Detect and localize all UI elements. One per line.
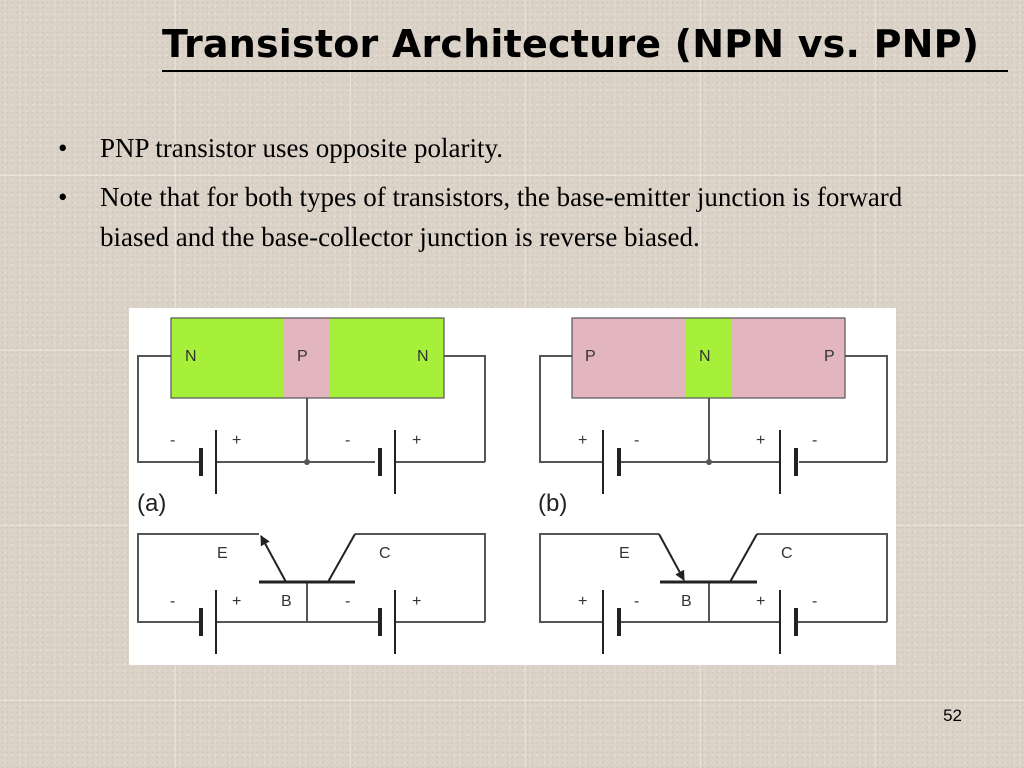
wire xyxy=(355,533,486,622)
pnp-emitter-battery xyxy=(602,430,621,494)
npn-transistor-symbol xyxy=(259,533,356,584)
polarity-sign: + xyxy=(232,432,241,449)
polarity-sign: + xyxy=(412,432,421,449)
wire xyxy=(539,533,659,623)
pnp-emitter-label: P xyxy=(585,348,596,365)
npn-symbol-circuit xyxy=(137,533,486,623)
junction-dot xyxy=(304,459,310,465)
wire xyxy=(137,355,199,463)
wire xyxy=(757,533,888,622)
pnp-collector-battery xyxy=(779,430,798,494)
polarity-sign: + xyxy=(412,593,421,610)
polarity-sign: - xyxy=(812,432,817,449)
polarity-sign: + xyxy=(578,432,587,449)
npn-collector-battery xyxy=(378,430,396,494)
npn-emitter-region xyxy=(171,318,283,398)
pnp-collector-label: P xyxy=(824,348,835,365)
polarity-sign: - xyxy=(345,593,350,610)
pnp-figure-label: (b) xyxy=(538,490,567,517)
polarity-sign: - xyxy=(170,593,175,610)
emitter-arrow-icon xyxy=(658,533,685,581)
npn-symbol-collector-battery xyxy=(378,590,396,654)
emitter-arrow-icon xyxy=(260,535,287,583)
bullet-dot-icon: • xyxy=(58,133,68,163)
pnp-symbol-collector-battery xyxy=(779,590,798,654)
pnp-collector-region xyxy=(732,318,845,398)
bullet-dot-icon: • xyxy=(58,182,68,212)
bullet-text: Note that for both types of transistors,… xyxy=(100,182,903,252)
wire xyxy=(539,355,603,463)
pnp-bias-circuit xyxy=(539,355,888,464)
npn-base-label: P xyxy=(297,348,308,365)
pnp-block: P N P xyxy=(571,317,846,399)
wire xyxy=(845,355,888,462)
collector-lead xyxy=(729,533,758,583)
pnp-symbol-circuit xyxy=(539,533,888,623)
base-label: B xyxy=(281,593,292,610)
collector-label: C xyxy=(781,545,793,562)
bullet-list: • PNP transistor uses opposite polarity.… xyxy=(58,128,958,266)
pnp-base-label: N xyxy=(699,348,711,365)
polarity-sign: - xyxy=(345,432,350,449)
base-label: B xyxy=(681,593,692,610)
wire xyxy=(137,533,259,623)
wire xyxy=(444,355,486,462)
polarity-sign: - xyxy=(170,432,175,449)
polarity-sign: + xyxy=(756,432,765,449)
emitter-label: E xyxy=(619,545,630,562)
title-underline xyxy=(162,70,1008,72)
transistor-diagram-svg: N P N - + - + (a) xyxy=(137,317,888,654)
collector-lead xyxy=(327,533,356,583)
npn-emitter-battery xyxy=(199,430,217,494)
npn-block: N P N xyxy=(170,317,445,399)
polarity-sign: + xyxy=(756,593,765,610)
npn-collector-region xyxy=(330,318,444,398)
transistor-diagram-figure: N P N - + - + (a) xyxy=(129,308,896,665)
polarity-sign: - xyxy=(634,432,639,449)
npn-figure-label: (a) xyxy=(137,490,166,517)
npn-collector-label: N xyxy=(417,348,429,365)
npn-symbol-emitter-battery xyxy=(199,590,217,654)
bullet-text: PNP transistor uses opposite polarity. xyxy=(100,133,503,163)
polarity-sign: - xyxy=(812,593,817,610)
polarity-sign: - xyxy=(634,593,639,610)
collector-label: C xyxy=(379,545,391,562)
background-grid-line xyxy=(0,700,1024,701)
pnp-symbol-emitter-battery xyxy=(602,590,621,654)
bullet-item: • PNP transistor uses opposite polarity. xyxy=(58,128,958,168)
bullet-item: • Note that for both types of transistor… xyxy=(58,177,958,257)
polarity-sign: + xyxy=(232,593,241,610)
pnp-transistor-symbol xyxy=(658,533,758,584)
junction-dot xyxy=(706,459,712,465)
pnp-base-region xyxy=(685,318,732,398)
npn-emitter-label: N xyxy=(185,348,197,365)
slide-title: Transistor Architecture (NPN vs. PNP) xyxy=(162,22,980,66)
npn-bias-circuit xyxy=(137,355,486,464)
npn-base-region xyxy=(283,318,330,398)
page-number: 52 xyxy=(943,706,962,725)
polarity-sign: + xyxy=(578,593,587,610)
pnp-emitter-region xyxy=(572,318,685,398)
emitter-label: E xyxy=(217,545,228,562)
background-grid-line xyxy=(0,175,1024,176)
pnp-diagram: P N P + - + - (b) xyxy=(538,317,888,654)
npn-diagram: N P N - + - + (a) xyxy=(137,317,486,654)
